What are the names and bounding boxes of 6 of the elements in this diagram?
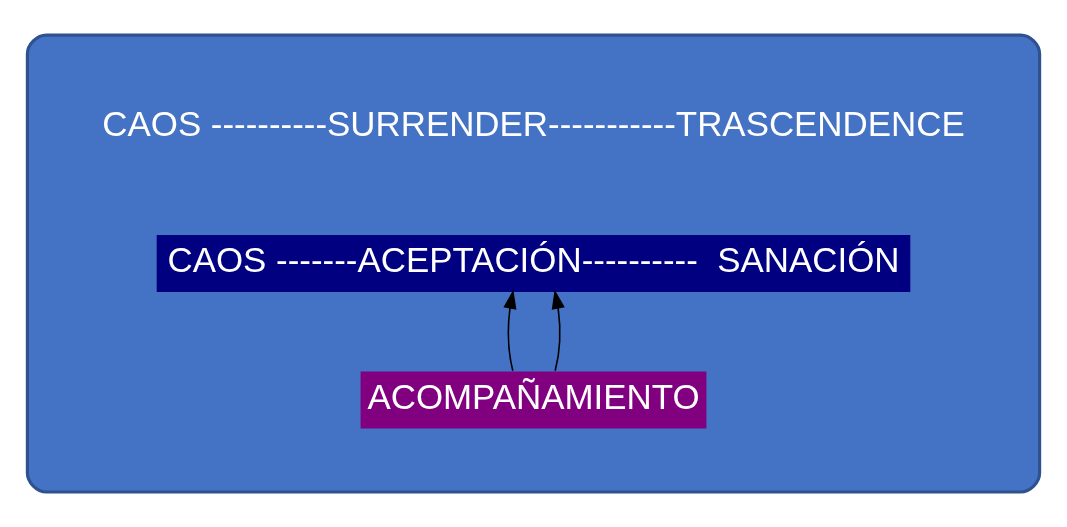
node-box: CAOS -------ACEPTACIÓN---------- SANACIÓN — [156, 234, 911, 293]
node-box: ACOMPAÑAMIENTO — [360, 371, 707, 429]
cluster — [25, 33, 1042, 494]
arrow — [551, 289, 565, 372]
node-text: CAOS ----------SURRENDER-----------TRASCENDENCE — [102, 103, 965, 143]
arrow — [503, 289, 517, 372]
